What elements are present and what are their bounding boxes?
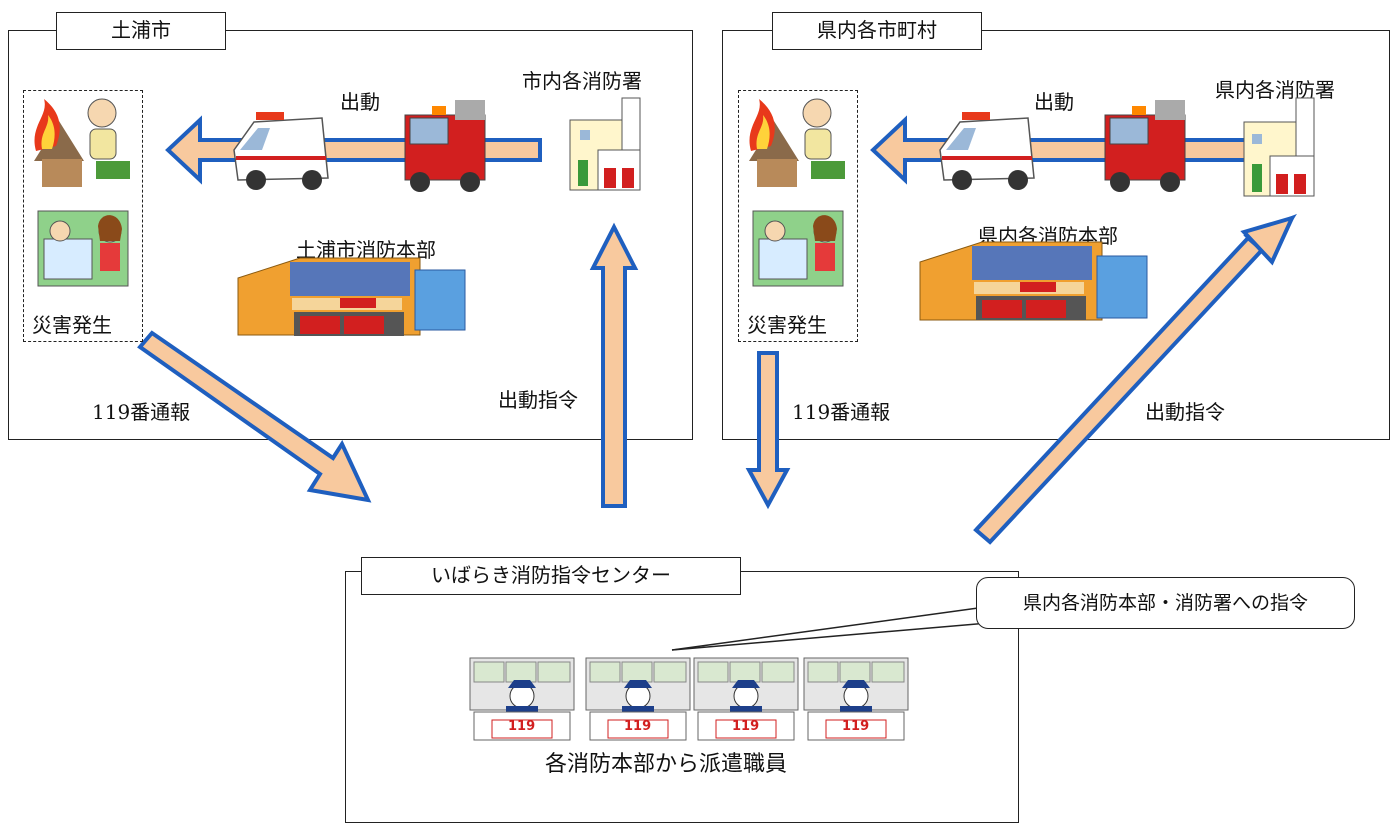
tsuchiura-command-arrow (589, 222, 639, 508)
center-staff-label: 各消防本部から派遣職員 (545, 752, 788, 777)
center-title: いばらき消防指令センター (361, 557, 741, 595)
console-number: 119 (842, 719, 870, 734)
console-number: 119 (624, 719, 652, 734)
center-callout: 県内各消防本部・消防署への指令 (976, 577, 1355, 629)
prefecture-command-label: 出動指令 (1145, 400, 1225, 424)
tsuchiura-fire-truck (404, 100, 486, 192)
prefecture-title: 県内各市町村 (772, 12, 982, 50)
tsuchiura-report-label: 119番通報 (92, 400, 191, 424)
prefecture-report-label: 119番通報 (792, 400, 891, 424)
operator-consoles: 119 119 119 (469, 657, 910, 746)
tsuchiura-hq-building (237, 257, 466, 336)
console-number: 119 (508, 719, 536, 734)
prefecture-disaster-box: 災害発生 (738, 90, 858, 342)
tsuchiura-command-label: 出動指令 (498, 388, 578, 412)
prefecture-fire-truck (1104, 100, 1186, 192)
console-number: 119 (732, 719, 760, 734)
prefecture-report-arrow (745, 351, 791, 510)
tsuchiura-disaster-box: 災害発生 (23, 90, 143, 342)
arrow-layer (137, 115, 1297, 651)
prefecture-station-label: 県内各消防署 (1215, 78, 1335, 102)
operator-console: 119 (585, 657, 691, 742)
tsuchiura-frame (8, 30, 693, 440)
prefecture-dispatch-arrow (870, 115, 1260, 185)
callout-pointer (671, 604, 1001, 651)
tsuchiura-title: 土浦市 (56, 12, 226, 50)
prefecture-hq-building (919, 241, 1148, 321)
disaster-illustration (34, 98, 130, 287)
prefecture-fire-station (1243, 97, 1315, 197)
operator-console: 119 (469, 657, 575, 742)
prefecture-frame (722, 30, 1390, 440)
prefecture-ambulance (939, 112, 1035, 190)
tsuchiura-report-arrow (137, 330, 372, 503)
tsuchiura-ambulance (233, 112, 329, 190)
tsuchiura-dispatch-label: 出動 (340, 90, 380, 114)
prefecture-disaster-label: 災害発生 (747, 313, 827, 337)
operator-console: 119 (803, 657, 909, 742)
tsuchiura-fire-station (569, 97, 641, 191)
disaster-illustration (749, 98, 845, 287)
operator-console: 119 (693, 657, 799, 742)
tsuchiura-station-label: 市内各消防署 (522, 69, 642, 93)
tsuchiura-disaster-label: 災害発生 (32, 313, 112, 337)
prefecture-dispatch-label: 出動 (1034, 90, 1074, 114)
